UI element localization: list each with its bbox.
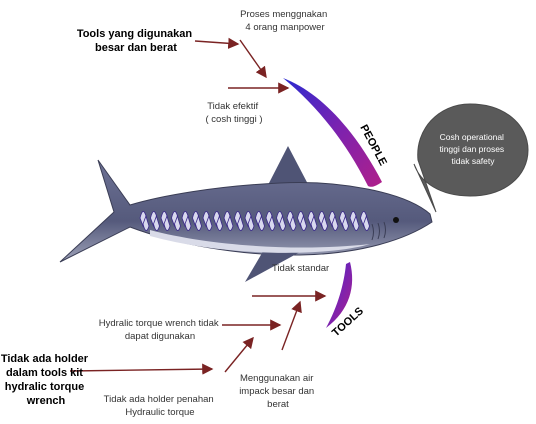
- cause-air-impact-heavy: Menggunakan air impack besar dan berat: [239, 373, 317, 410]
- shark-dorsal-fin: [268, 146, 310, 188]
- shark-illustration: [60, 146, 432, 282]
- cause-not-standard: Tidak standar: [272, 263, 329, 274]
- arrow-no-holder-support: [225, 338, 253, 372]
- cause-hydraulic-wrench-unused: Hydralic torque wrench tidak dapat digun…: [99, 318, 222, 342]
- cause-four-manpower: Proses menggnakan 4 orang manpower: [240, 9, 330, 33]
- shark-eye: [393, 217, 399, 223]
- arrow-manpower: [240, 40, 266, 77]
- arrow-air-impact: [282, 302, 300, 350]
- arrow-no-holder-toolkit: [70, 369, 212, 371]
- cause-no-holder-toolkit: Tidak ada holder dalam tools kit hydrali…: [1, 353, 91, 407]
- cause-no-holder-support: Tidak ada holder penahan Hydraulic torqu…: [104, 394, 217, 418]
- cause-ineffective-cost: Tidak efektif ( cosh tinggi ): [205, 101, 262, 125]
- arrow-tools-big: [195, 41, 238, 44]
- cause-tools-big-heavy: Tools yang digunakan besar dan berat: [77, 28, 195, 54]
